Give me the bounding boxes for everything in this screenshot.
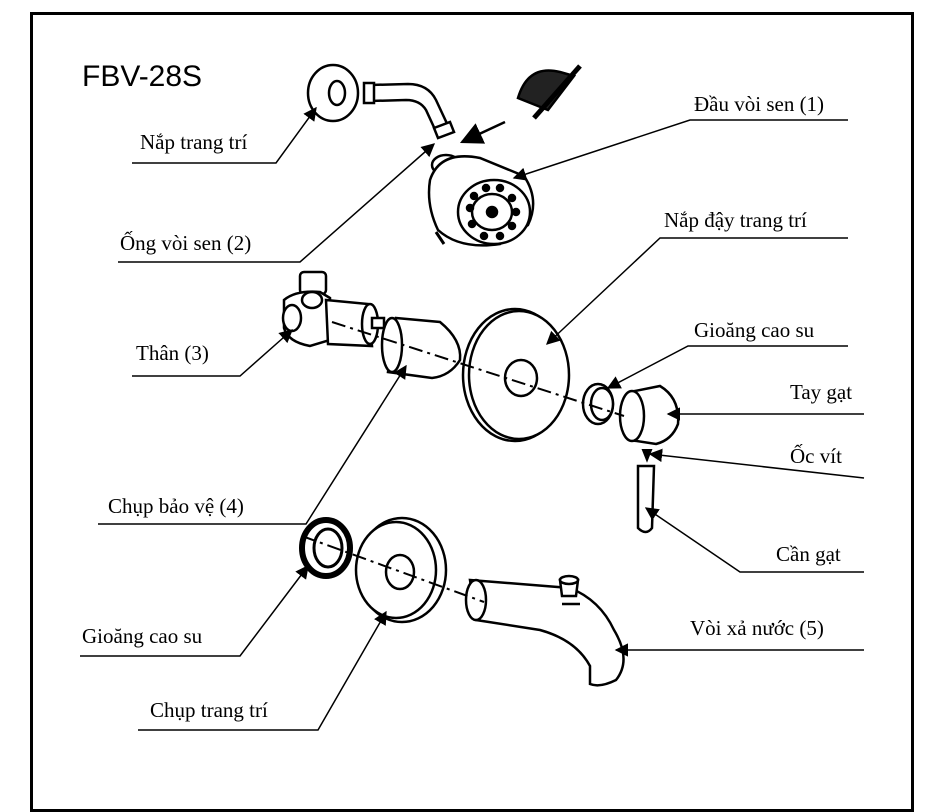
spout-axis-line <box>301 535 485 603</box>
leader-lines <box>80 106 865 731</box>
screw-drawing <box>641 449 653 463</box>
handle-knob-drawing <box>618 384 680 446</box>
label-rubber-gasket-top: Gioăng cao su <box>694 318 815 342</box>
label-lever: Cần gạt <box>776 542 841 566</box>
wall-flange-drawing <box>306 63 360 123</box>
shower-arm-drawing <box>362 81 456 140</box>
escutcheon-plate-drawing <box>461 307 571 443</box>
protective-cap-drawing <box>380 316 462 380</box>
label-tub-spout: Vòi xả nước (5) <box>690 616 824 640</box>
label-protective-cap: Chụp bảo vệ (4) <box>108 494 244 518</box>
label-decorative-cover: Nắp trang trí <box>140 130 248 154</box>
assembly-arrow <box>459 120 506 144</box>
spout-gasket-drawing <box>299 517 353 579</box>
label-handle: Tay gạt <box>790 380 853 404</box>
label-escutcheon-cover: Nắp đậy trang trí <box>664 208 807 232</box>
valve-body-drawing <box>281 270 386 348</box>
lever-drawing <box>636 464 656 534</box>
label-valve-body: Thân (3) <box>136 341 209 365</box>
exploded-view-drawing <box>80 63 865 731</box>
spout-escutcheon-drawing <box>354 516 448 624</box>
filter-screen-drawing <box>516 64 582 120</box>
tub-spout-drawing <box>464 574 625 687</box>
label-screw: Ốc vít <box>790 444 842 468</box>
label-shower-head: Đầu vòi sen (1) <box>694 92 825 116</box>
valve-axis-line <box>331 321 625 417</box>
label-rubber-gasket-bottom: Gioăng cao su <box>82 624 203 648</box>
label-shower-arm: Ống vòi sen (2) <box>120 231 252 255</box>
model-number: FBV-28S <box>82 60 203 93</box>
shower-head-drawing <box>427 153 535 247</box>
label-decorative-cap: Chụp trang trí <box>150 698 268 722</box>
rubber-gasket-drawing <box>581 382 615 426</box>
